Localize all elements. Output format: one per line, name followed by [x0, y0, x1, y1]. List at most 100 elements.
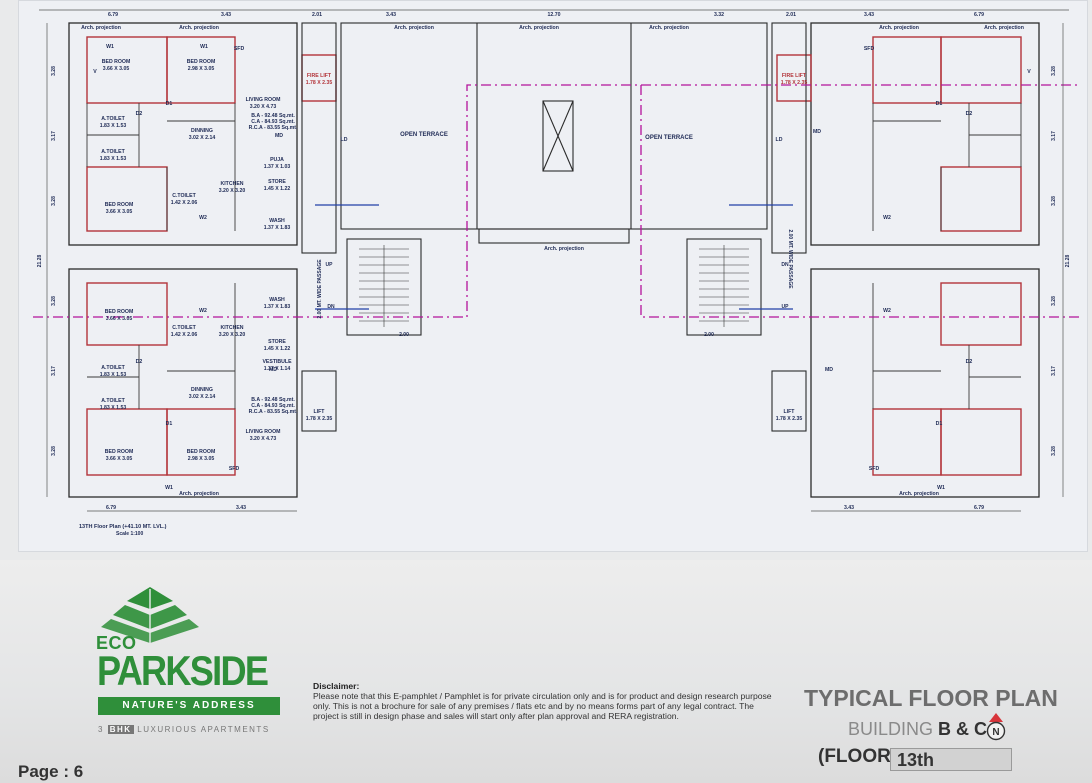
- dn-label-2: DN: [781, 262, 789, 268]
- lift-label-2: LIFT: [784, 409, 796, 415]
- bed-room-label-3: BED ROOM: [105, 202, 134, 208]
- door-d1-2: D1: [166, 421, 173, 427]
- side-dim-left-3: 3.28: [51, 196, 57, 206]
- logo-sub-prefix: 3: [98, 725, 104, 734]
- bottom-dim-2: 3.43: [236, 505, 246, 511]
- door-md-2: MD: [269, 367, 277, 373]
- passage-label-1: 2.00 MT. WIDE PASSAGE: [317, 259, 323, 319]
- area-ca-1: C.A - 84.93 Sq.mt.: [251, 119, 295, 125]
- dinning-label-1: DINNING: [191, 128, 213, 134]
- bed-room-size-6: 2.98 X 3.05: [188, 456, 215, 462]
- sfd-label-3: SFD: [864, 46, 875, 52]
- door-md-4: MD: [825, 367, 833, 373]
- area-ba-1: B.A - 92.48 Sq.mt.: [251, 113, 295, 119]
- wash-label-2: WASH: [269, 297, 285, 303]
- arch-projection-9: Arch. projection: [179, 491, 219, 497]
- up-label-2: UP: [782, 304, 790, 310]
- bed-room-size-1: 3.66 X 3.05: [103, 66, 130, 72]
- compass-letter: N: [992, 727, 999, 738]
- area-rca-1: R.C.A - 83.55 Sq.mt.: [249, 125, 298, 131]
- leaf-logo-icon: [101, 587, 199, 643]
- side-dim-right-5: 3.17: [1051, 366, 1057, 376]
- side-dim-right-6: 3.28: [1051, 446, 1057, 456]
- bed-room-label-6: BED ROOM: [187, 449, 216, 455]
- door-md-3: MD: [813, 129, 821, 135]
- arch-projection-4: Arch. projection: [519, 25, 559, 31]
- wash-label-1: WASH: [269, 218, 285, 224]
- living-room-label-2: LIVING ROOM: [246, 429, 281, 435]
- ld-label-1: LD: [341, 137, 348, 143]
- arch-projection-3: Arch. projection: [394, 25, 434, 31]
- a-toilet-size-4: 1.83 X 1.53: [100, 405, 127, 411]
- door-d2-4: D2: [966, 359, 973, 365]
- up-label-1: UP: [326, 262, 334, 268]
- top-dim-8: 3.43: [864, 12, 874, 18]
- logo-parkside-text: PARKSIDE: [97, 647, 269, 694]
- side-dim-right-3: 3.28: [1051, 196, 1057, 206]
- store-size-2: 1.45 X 1.22: [264, 346, 291, 352]
- bed-room-size-2: 2.98 X 3.05: [188, 66, 215, 72]
- side-dim-left-4: 3.28: [51, 296, 57, 306]
- building-line: BUILDING B & C: [848, 719, 987, 740]
- door-d2-1: D2: [136, 111, 143, 117]
- store-label-1: STORE: [268, 179, 286, 185]
- a-toilet-label-3: A.TOILET: [101, 365, 125, 371]
- logo-bhk-badge: BHK: [107, 725, 134, 734]
- floor-plan-drawing: 6.79 3.43 2.01 3.43 12.70 3.32 2.01 3.43…: [18, 0, 1088, 552]
- window-w1-2: W1: [200, 44, 208, 50]
- window-w2-2: W2: [199, 308, 207, 314]
- a-toilet-size-1: 1.83 X 1.53: [100, 123, 127, 129]
- logo-subtitle: 3 BHK LUXURIOUS APARTMENTS: [98, 725, 286, 734]
- north-compass-icon: N: [986, 713, 1006, 741]
- living-room-label-1: LIVING ROOM: [246, 97, 281, 103]
- sfd-label-4: SFD: [869, 466, 880, 472]
- door-d1-3: D1: [936, 101, 943, 107]
- stair-dim-2: 2.00: [704, 332, 714, 338]
- wash-size-2: 1.37 X 1.83: [264, 304, 291, 310]
- stair-dim-1: 2.00: [399, 332, 409, 338]
- window-w2-4: W2: [883, 308, 891, 314]
- side-dim-right-1: 3.28: [1051, 66, 1057, 76]
- plan-scale: Scale 1:100: [116, 531, 143, 537]
- logo-eco-text: ECO: [96, 633, 137, 653]
- side-dim-left-1: 3.28: [51, 66, 57, 76]
- area-rca-2: R.C.A - 83.55 Sq.mt.: [249, 409, 298, 415]
- logo-sub-suffix: LUXURIOUS APARTMENTS: [137, 725, 270, 734]
- window-w1-1: W1: [106, 44, 114, 50]
- side-dim-right-2: 3.17: [1051, 131, 1057, 141]
- puja-label: PUJA: [270, 157, 284, 163]
- top-dim-3: 2.01: [312, 12, 322, 18]
- store-size-1: 1.45 X 1.22: [264, 186, 291, 192]
- logo-tagline: NATURE'S ADDRESS: [98, 697, 280, 715]
- puja-size: 1.37 X 1.03: [264, 164, 291, 170]
- side-dim-left-2: 3.17: [51, 131, 57, 141]
- kitchen-label-1: KITCHEN: [220, 181, 243, 187]
- living-room-size-1: 3.20 X 4.73: [250, 104, 277, 110]
- door-md-1: MD: [275, 133, 283, 139]
- c-toilet-label-2: C.TOILET: [172, 325, 196, 331]
- area-ba-2: B.A - 92.48 Sq.mt.: [251, 397, 295, 403]
- lift-label-1: LIFT: [314, 409, 326, 415]
- dinning-size-1: 3.02 X 2.14: [189, 135, 216, 141]
- fire-lift-label-2: FIRE LIFT: [782, 73, 807, 79]
- bottom-dim-4: 6.79: [974, 505, 984, 511]
- side-dim-left-6: 3.28: [51, 446, 57, 456]
- a-toilet-label-2: A.TOILET: [101, 149, 125, 155]
- door-d2-2: D2: [136, 359, 143, 365]
- bed-room-size-5: 3.66 X 3.05: [106, 456, 133, 462]
- footer-area: [0, 560, 1092, 783]
- page-number: Page : 6: [18, 762, 84, 781]
- disclaimer-text: Please note that this E-pamphlet / Pamph…: [313, 691, 772, 721]
- side-dim-left-5: 3.17: [51, 366, 57, 376]
- window-w1-3: W1: [165, 485, 173, 491]
- lift-size-2: 1.78 X 2.35: [776, 416, 803, 422]
- door-d1-4: D1: [936, 421, 943, 427]
- top-dim-7: 2.01: [786, 12, 796, 18]
- kitchen-label-2: KITCHEN: [220, 325, 243, 331]
- arch-projection-10: Arch. projection: [899, 491, 939, 497]
- bed-room-label-1: BED ROOM: [102, 59, 131, 65]
- a-toilet-size-3: 1.83 X 1.53: [100, 372, 127, 378]
- open-terrace-label-1: OPEN TERRACE: [400, 132, 448, 138]
- eco-parkside-logo: ECO PARKSIDE NATURE'S ADDRESS 3 BHK LUXU…: [95, 585, 295, 745]
- area-ca-2: C.A - 84.93 Sq.mt.: [251, 403, 295, 409]
